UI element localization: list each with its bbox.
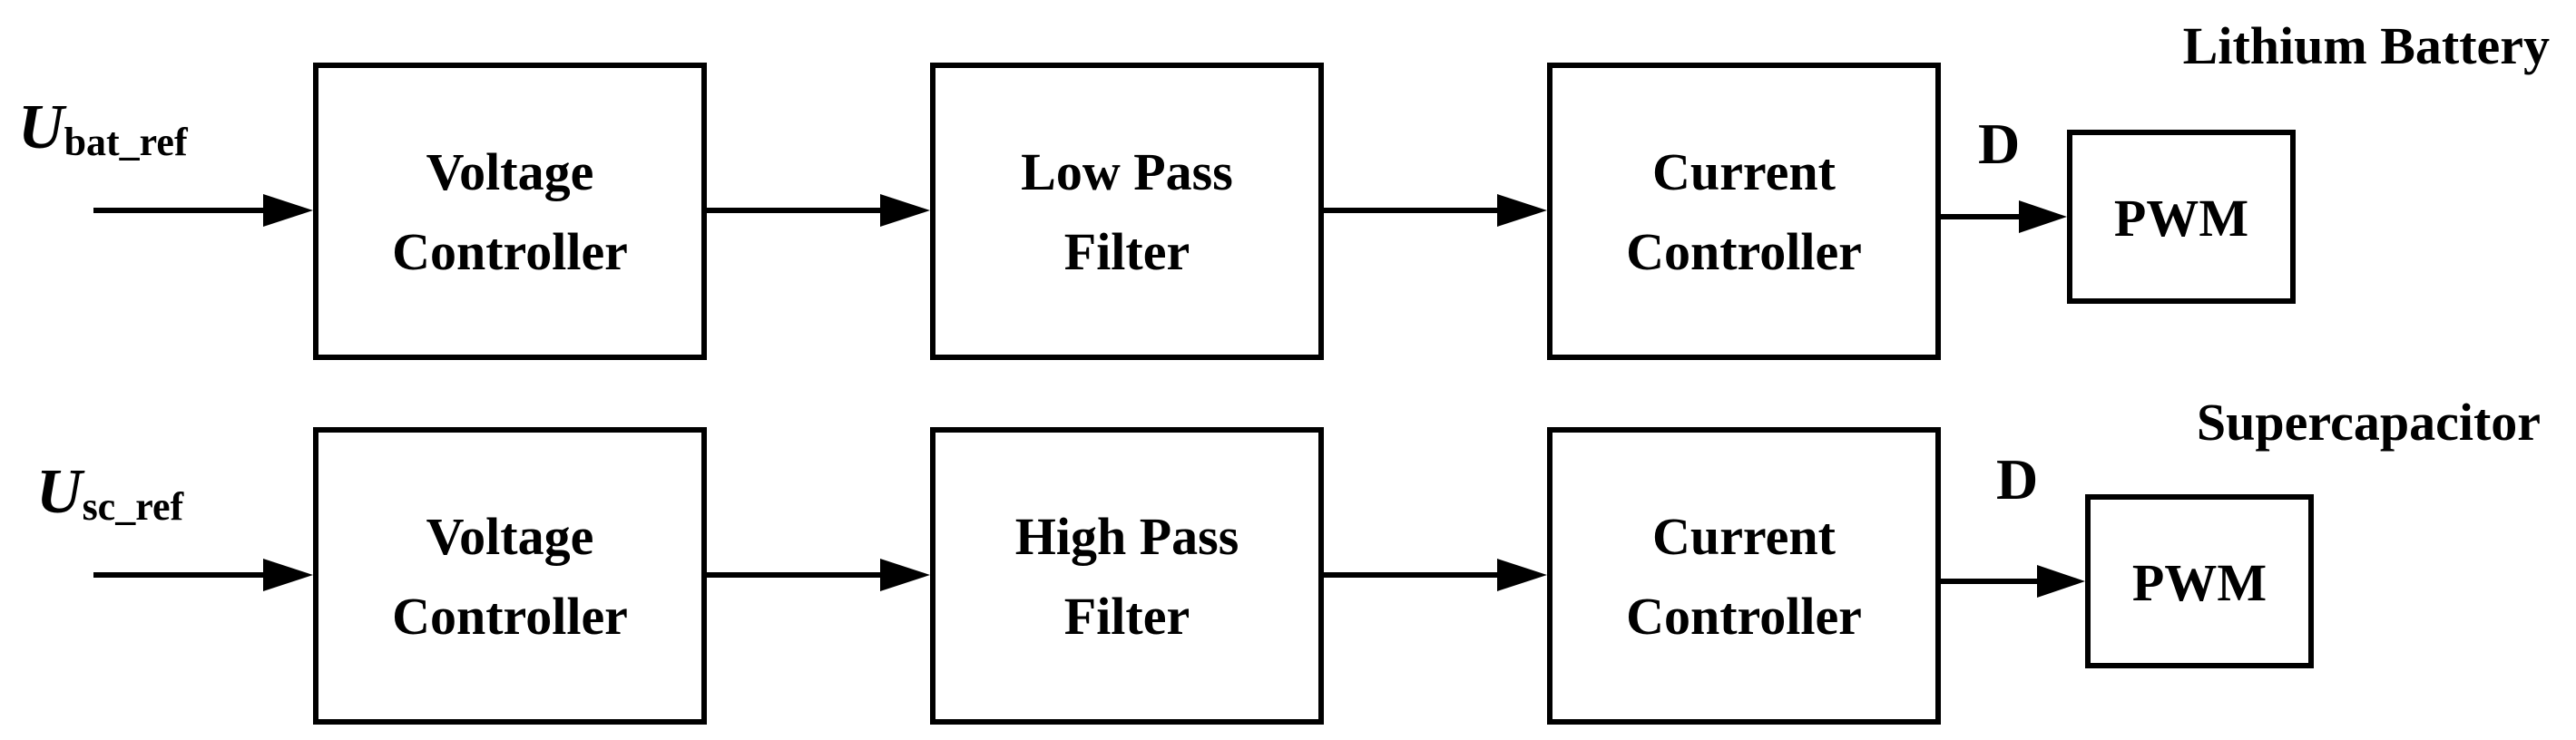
block-label-line2: Filter: [1064, 222, 1190, 281]
block-label-line1: Voltage: [426, 142, 594, 201]
block-label-line1: Current: [1652, 142, 1837, 201]
duty-cycle-label: D: [1996, 447, 2038, 511]
block-label-line2: Controller: [392, 222, 628, 281]
block-label-line1: High Pass: [1015, 507, 1239, 566]
input-subscript: sc_ref: [83, 484, 185, 529]
input-symbol: U: [18, 92, 67, 162]
row-title-lithium-battery: Lithium Battery: [2183, 16, 2550, 75]
low-pass-filter-block: [930, 63, 1324, 360]
input-symbol: U: [36, 457, 85, 527]
block-label-line1: Current: [1652, 507, 1837, 566]
row-lithium-battery: Lithium Battery Ubat_ref Voltage Control…: [18, 16, 2550, 360]
arrow-head: [880, 194, 930, 227]
voltage-controller-block: [313, 427, 707, 725]
pwm-block: [2085, 494, 2314, 668]
arrow-head: [263, 194, 313, 227]
arrow-head: [2037, 565, 2085, 598]
pwm-label: PWM: [2132, 553, 2267, 612]
row-title-supercapacitor: Supercapacitor: [2197, 393, 2541, 452]
block-label-line2: Filter: [1064, 587, 1190, 646]
input-signal-supercapacitor: Usc_ref: [36, 457, 184, 529]
pwm-label: PWM: [2114, 189, 2248, 248]
block-label-line1: Low Pass: [1021, 142, 1233, 201]
current-controller-block: [1547, 63, 1941, 360]
arrow-head: [1497, 559, 1547, 591]
current-controller-block: [1547, 427, 1941, 725]
pwm-block: [2067, 130, 2296, 304]
arrow-head: [1497, 194, 1547, 227]
block-label-line2: Controller: [392, 587, 628, 646]
arrow-head: [880, 559, 930, 591]
arrow-head: [2019, 200, 2067, 233]
block-label-line2: Controller: [1626, 587, 1862, 646]
block-label-line2: Controller: [1626, 222, 1862, 281]
duty-cycle-label: D: [1978, 112, 2020, 176]
input-subscript: bat_ref: [64, 120, 189, 164]
arrow-head: [263, 559, 313, 591]
voltage-controller-block: [313, 63, 707, 360]
block-label-line1: Voltage: [426, 507, 594, 566]
high-pass-filter-block: [930, 427, 1324, 725]
row-supercapacitor: Supercapacitor Usc_ref Voltage Controlle…: [36, 393, 2541, 725]
input-signal-battery: Ubat_ref: [18, 92, 189, 164]
